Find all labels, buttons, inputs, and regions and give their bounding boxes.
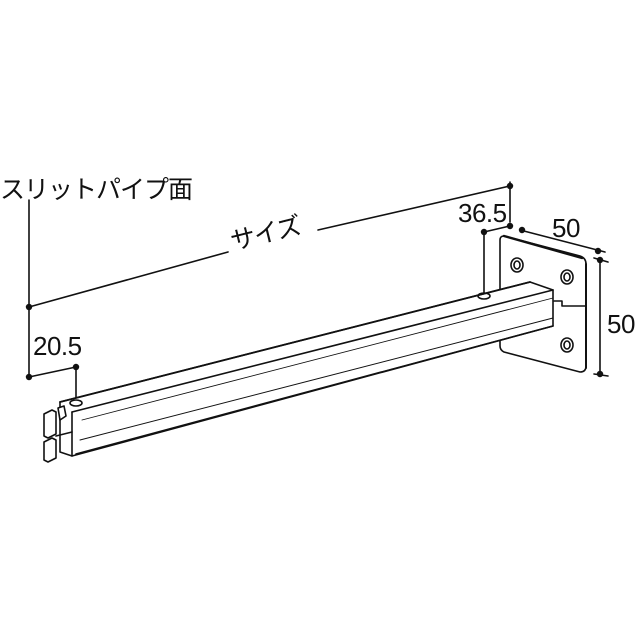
dim-plate-width-label: 50: [552, 213, 580, 243]
dim-36-5-line: [483, 225, 511, 233]
dim-width-line: [519, 229, 606, 253]
size-dim-line-b: [317, 185, 511, 231]
dim-20-5-line: [28, 366, 77, 378]
dim-36-5-label: 36.5: [458, 198, 507, 228]
dim-plate-height-label: 50: [607, 309, 635, 339]
size-dim-line-a: [28, 251, 229, 308]
dim-20-5-label: 20.5: [33, 331, 82, 361]
slit-pipe-face-label: スリットパイプ面: [0, 175, 193, 204]
